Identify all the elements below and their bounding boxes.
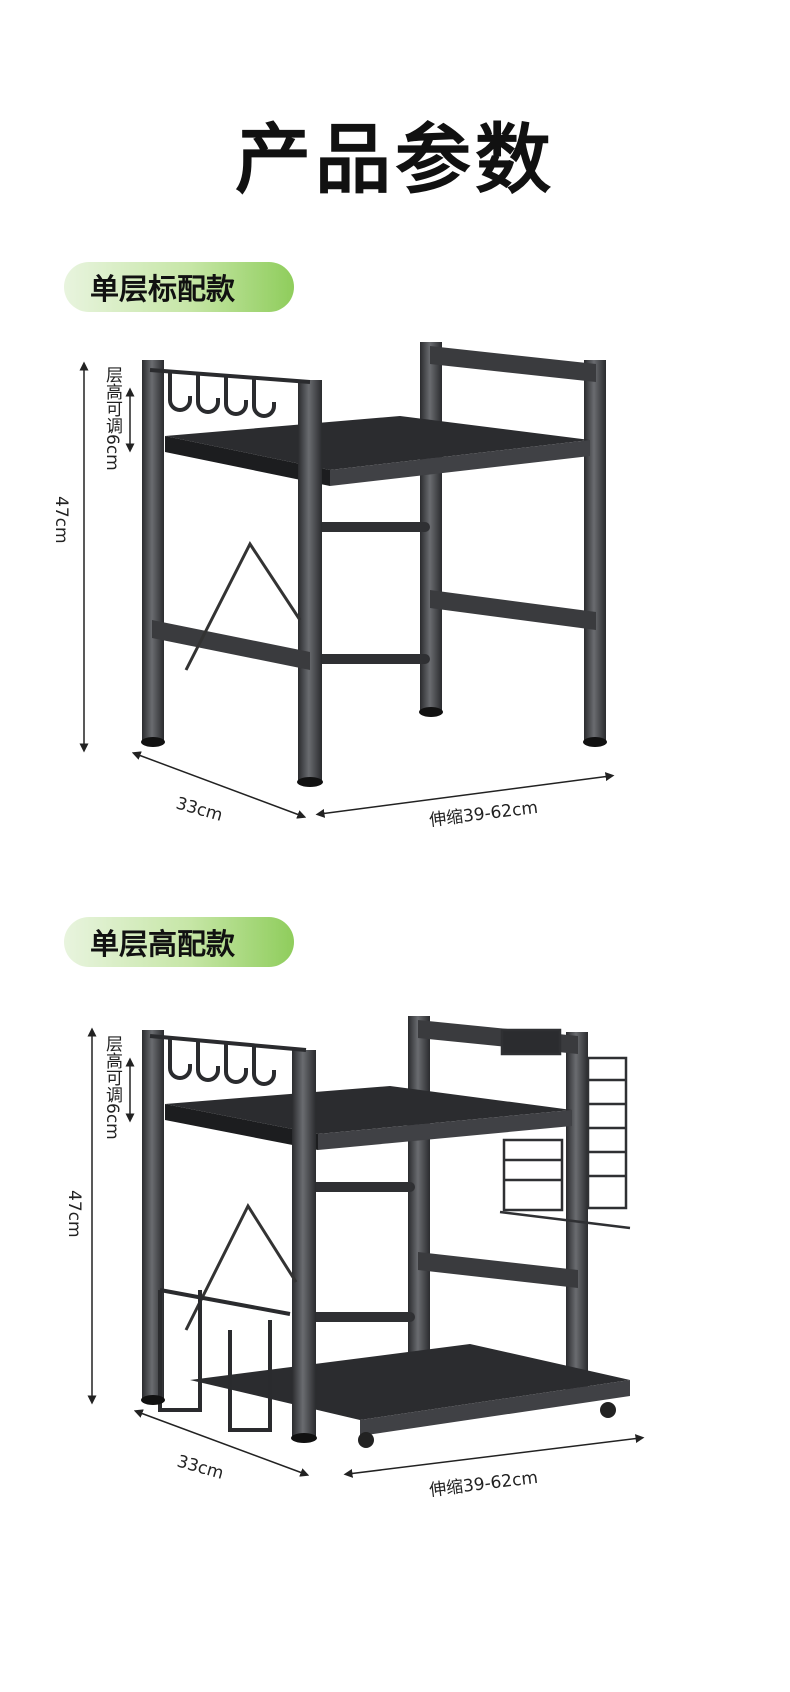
product-1-height-adjust-label: 层高可调6cm [102, 366, 122, 471]
product-2-height-label: 47cm [64, 1190, 84, 1238]
side-brace [184, 541, 302, 671]
telescopic-tube-upper [310, 522, 430, 532]
width-dimension-line [315, 772, 615, 818]
shelf-top [165, 1086, 572, 1134]
shelf-side [330, 440, 590, 486]
shelf-top [165, 416, 590, 470]
page-title: 产品参数 [235, 115, 555, 204]
product-1-depth-label: 33cm [174, 794, 225, 826]
left-front-post [292, 1050, 316, 1436]
top-rail [430, 346, 596, 382]
telescopic-tube-lower [310, 654, 430, 664]
product-1-badge: 单层标配款 [64, 262, 294, 312]
telescopic-tube-lower [300, 1312, 415, 1322]
side-hook-rack [158, 1288, 291, 1432]
product-1-rack-illustration: 33cm 伸缩39-62cm [79, 342, 615, 831]
mid-rail [430, 590, 596, 630]
product-2-name: 单层高配款 [90, 927, 236, 961]
side-brace [184, 1202, 298, 1331]
shelf-front [165, 1104, 318, 1150]
product-1-name: 单层标配款 [90, 272, 236, 306]
product-2-depth-label: 33cm [175, 1452, 226, 1484]
rear-post [408, 1016, 430, 1376]
right-post [566, 1032, 588, 1402]
left-back-post [142, 360, 164, 740]
width-dimension-line [343, 1434, 645, 1478]
product-2-badge: 单层高配款 [64, 917, 294, 967]
depth-dimension-line [133, 1409, 310, 1477]
hook-rail [149, 368, 311, 418]
side-rail [152, 620, 310, 670]
shelf-side [318, 1110, 572, 1150]
depth-dimension-line [131, 751, 307, 819]
mid-rail [418, 1252, 578, 1288]
product-2-rack-illustration: 33cm 伸缩39-62cm [87, 1016, 645, 1501]
product-1-width-label: 伸缩39-62cm [428, 798, 539, 831]
right-post [584, 360, 606, 740]
product-2-width-label: 伸缩39-62cm [428, 1468, 539, 1501]
utensil-basket [499, 1028, 631, 1230]
telescopic-tube-upper [300, 1182, 415, 1192]
bottom-tray-top [190, 1344, 630, 1420]
bottom-tray-side [360, 1380, 630, 1436]
shelf-front [165, 436, 330, 486]
product-1-height-label: 47cm [51, 496, 71, 544]
product-2-height-adjust-label: 层高可调6cm [102, 1035, 122, 1140]
left-front-post [298, 380, 322, 780]
hook-rail [149, 1034, 307, 1086]
